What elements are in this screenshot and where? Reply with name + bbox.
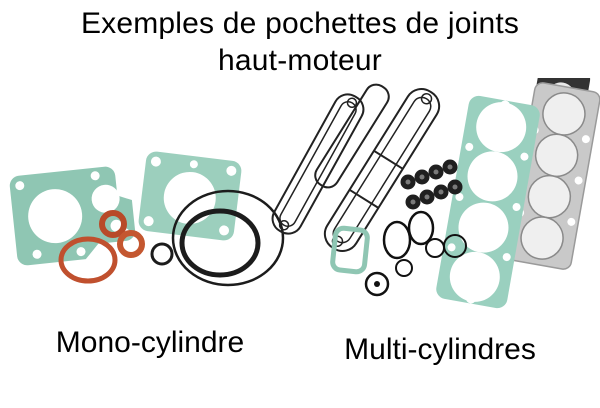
cylinder-base-gasket (8, 166, 136, 266)
gasket-sets-photo (8, 78, 600, 309)
black-seal-rings (150, 189, 285, 287)
valve-stem-seals (400, 159, 463, 210)
small-teal-gasket-outline (330, 225, 370, 275)
valve-cover-gasket-outline-1 (271, 93, 365, 235)
valve-cover-gasket-outline-3 (314, 83, 390, 189)
mono-gasket-set (8, 151, 285, 287)
cylinder-head-gasket (138, 151, 242, 241)
page-title-line2: haut-moteur (218, 44, 382, 77)
orange-o-rings (58, 210, 145, 284)
caption-mono-cylindre: Mono-cylindre (55, 326, 245, 359)
multi-gasket-set (271, 78, 600, 309)
page-title-line1: Exemples de pochettes de joints (80, 7, 520, 40)
page-title: Exemples de pochettes de joints haut-mot… (0, 5, 600, 79)
caption-multi-cylindres: Multi-cylindres (344, 333, 536, 366)
small-black-rings (364, 210, 467, 297)
